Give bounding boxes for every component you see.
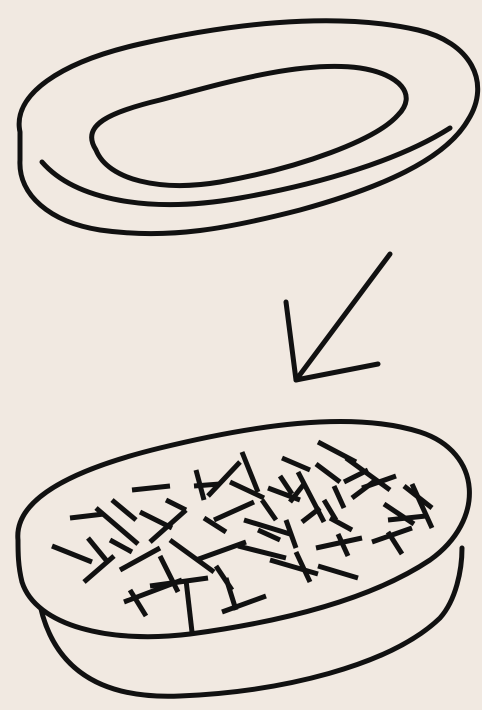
arrow-shaft <box>296 254 390 380</box>
arrow-head <box>286 302 378 380</box>
arrow-down-left-icon <box>286 254 390 380</box>
lid-front-edge <box>42 128 450 205</box>
lid-outer-rim <box>19 21 478 234</box>
filled-tray-icon <box>18 421 470 696</box>
lid-icon <box>19 21 478 234</box>
